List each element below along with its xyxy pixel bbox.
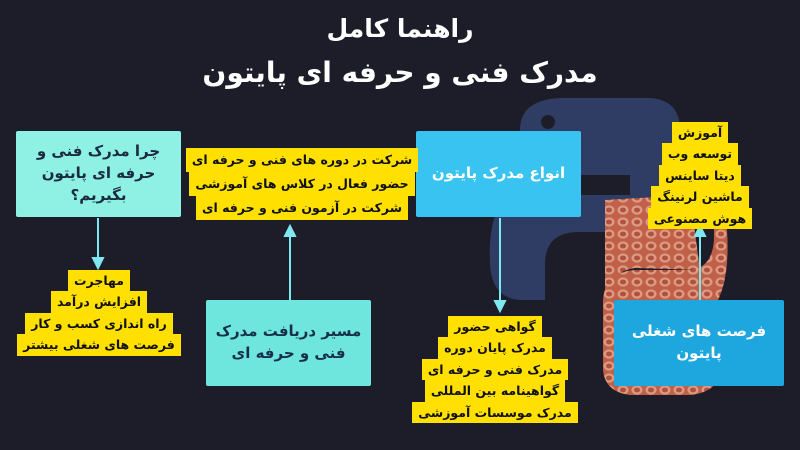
list-item: گواهی حضور <box>448 316 542 338</box>
jobs-box: فرصت های شغلی پایتون <box>614 300 784 386</box>
list-item: مهاجرت <box>67 270 131 292</box>
list-item: مدرک موسسات آموزشی <box>412 401 578 423</box>
list-item: ماشین لرنینگ <box>651 186 749 208</box>
arrowhead-up-icon <box>693 223 707 237</box>
why-box: چرا مدرک فنی و حرفه ای پایتون بگیریم؟ <box>16 131 181 217</box>
list-item: حضور فعال در کلاس های آموزشی <box>189 172 415 196</box>
list-item: شرکت در دوره های فنی و حرفه ای <box>185 148 419 172</box>
list-item: مدرک فنی و حرفه ای <box>421 358 569 381</box>
certificate-types-list: گواهی حضور مدرک پایان دوره مدرک فنی و حر… <box>410 316 580 423</box>
list-item: دیتا ساینس <box>659 164 741 187</box>
list-item: توسعه وب <box>661 143 739 165</box>
list-item: مدرک پایان دوره <box>438 337 552 359</box>
list-item: فرصت های شغلی بیشتر <box>17 334 181 356</box>
arrowhead-up-icon <box>283 223 297 237</box>
list-item: گواهینامه بین المللی <box>424 380 566 402</box>
list-item: آموزش <box>671 122 729 144</box>
list-item: افزایش درآمد <box>50 291 148 313</box>
list-item: هوش مصنوعی <box>647 207 753 229</box>
arrowhead-down-icon <box>493 300 507 314</box>
types-box: انواع مدرک پایتون <box>416 131 581 217</box>
path-steps-list: شرکت در دوره های فنی و حرفه ای حضور فعال… <box>185 148 419 220</box>
page-title: راهنما کامل <box>326 14 474 43</box>
benefits-list: مهاجرت افزایش درآمد راه اندازی کسب و کار… <box>17 270 181 356</box>
arrowhead-down-icon <box>91 257 105 271</box>
job-fields-list: آموزش توسعه وب دیتا ساینس ماشین لرنینگ ه… <box>640 122 760 229</box>
page-subtitle: مدرک فنی و حرفه ای پایتون <box>202 56 598 89</box>
list-item: شرکت در آزمون فنی و حرفه ای <box>195 196 408 220</box>
path-box: مسیر دریافت مدرک فنی و حرفه ای <box>206 300 371 386</box>
list-item: راه اندازی کسب و کار <box>25 312 173 335</box>
